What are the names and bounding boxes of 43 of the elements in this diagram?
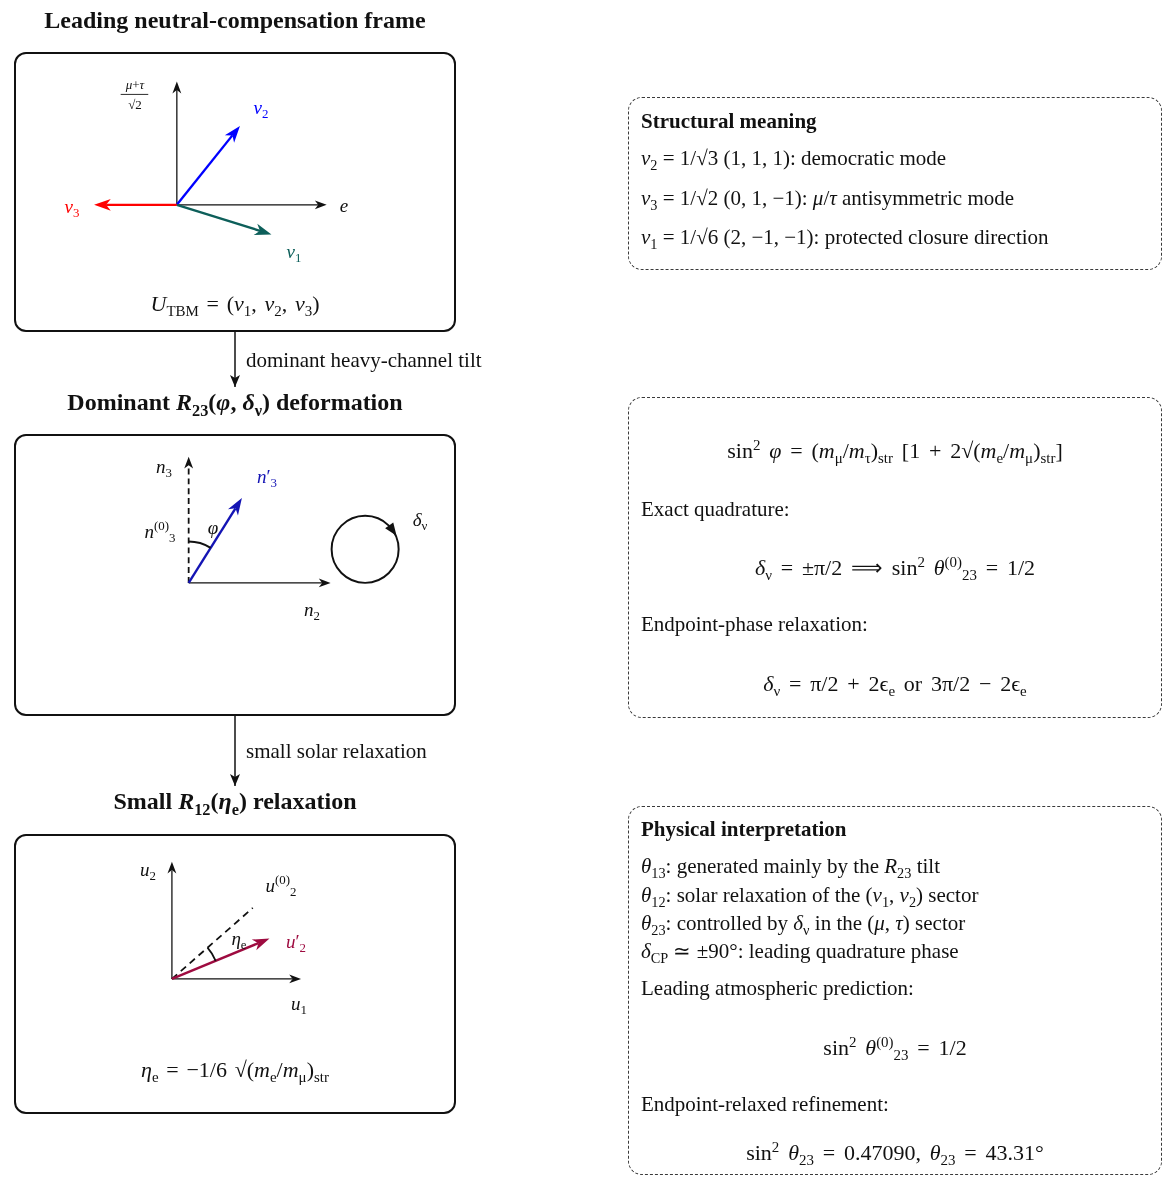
vector-label: v$_{3}$ [64,196,80,218]
note-text: θ$_{23}$: controlled by δ$_{ν}$ in the (μ, τ) sector [641,910,967,937]
card-title: Physical interpretation [641,816,848,843]
formula: U$_{TBM}$ = (v$_{1}$, v$_{2}$, v$_{3}$) [150,290,320,318]
formula: sin$^{2}$ θ$_{23}$ = 0.47090, θ$_{23}$ = 43.31° [745,1139,1045,1167]
formula: δ$_{ν}$ = π/2 + 2ϵ$_{e}$ or 3π/2 − 2ϵ$_{e}$ [762,670,1028,698]
note-text: v$_{3}$ = 1/√2 (0, 1, −1): μ/τ antisymmetric mode [641,185,1016,212]
arrow [230,331,240,388]
note-card [628,97,1162,270]
arrow [230,715,240,787]
axis-label: μ+τ [125,77,145,93]
angle-label: η$_{e}$ [231,928,247,950]
axis-label: u$_{1}$ [291,993,307,1015]
formula: δ$_{ν}$ = ±π/2 ⟹ sin$^{2}$ θ$^{(0)}$$_{23}$ = 1/2 [753,554,1037,582]
angle-label: φ [207,517,219,539]
note-text: Endpoint-relaxed refinement: [641,1091,890,1118]
formula: sin$^{2}$ φ = (m$_{μ}$/m$_{τ}$)$_{str}$ [1 + 2√(m$_{e}$/m$_{μ}$)$_{str}$] [726,437,1064,465]
note-card [628,397,1162,718]
axis-label: n$_{3}$ [156,456,172,478]
note-text: Exact quadrature: [641,496,791,523]
note-text: Leading atmospheric prediction: [641,975,915,1002]
note-text: v$_{1}$ = 1/√6 (2, −1, −1): protected closure direction [641,224,1050,251]
panel-title: Leading neutral-compensation frame [44,6,426,35]
note-text: δ$_{CP}$ ≃ ±90°: leading quadrature phase [641,938,960,965]
panel-title: Dominant R$_{23}$(φ, δ$_{ν}$) deformation [67,388,403,417]
formula: η$_{e}$ = −1/6 √(m$_{e}$/m$_{μ}$)$_{str}$ [141,1056,329,1084]
note-text: v$_{2}$ = 1/√3 (1, 1, 1): democratic mode [641,145,948,172]
phase-label: δ$_{ν}$ [412,509,428,531]
note-text: θ$_{13}$: generated mainly by the R$_{23}$ tilt [641,853,941,880]
vector-label: n′$_{3}$ [256,466,278,488]
note-text: Endpoint-phase relaxation: [641,611,869,638]
note-card [628,806,1162,1175]
axis-label: √2 [128,97,142,113]
axis-label: n$_{2}$ [304,599,320,621]
vector-label: v$_{1}$ [286,241,302,263]
card-title: Structural meaning [641,108,818,135]
vector-label: u′$_{2}$ [285,931,307,953]
panel-title: Small R$_{12}$(η$_{e}$) relaxation [113,787,357,816]
note-text: θ$_{12}$: solar relaxation of the (v$_{1}$, v$_{2}$) sector [641,882,980,909]
axis-label: e [339,195,349,217]
axis-label: u$_{2}$ [140,859,156,881]
formula: sin$^{2}$ θ$^{(0)}$$_{23}$ = 1/2 [822,1034,968,1062]
vector-label: v$_{2}$ [253,97,269,119]
